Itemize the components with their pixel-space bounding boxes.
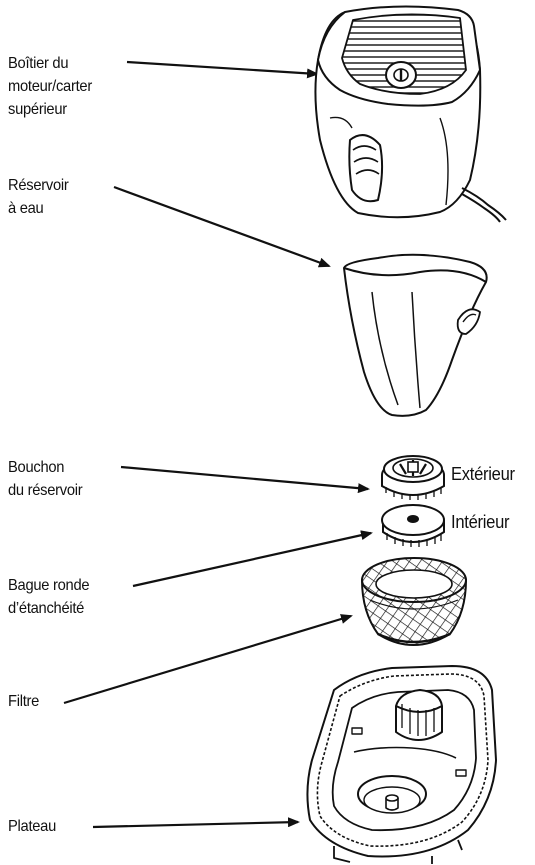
water-tank bbox=[344, 255, 487, 416]
label-bague-line-2: d’étanchéité bbox=[8, 597, 89, 620]
label-boitier: Boîtier du moteur/carter supérieur bbox=[8, 52, 92, 121]
tray bbox=[307, 666, 496, 864]
motor-housing bbox=[315, 6, 506, 222]
arrow-filtre bbox=[64, 616, 351, 703]
label-filtre: Filtre bbox=[8, 690, 39, 713]
label-boitier-line-1: Boîtier du bbox=[8, 52, 92, 75]
tank-cap-inner bbox=[382, 505, 444, 547]
arrow-bouchon bbox=[121, 467, 368, 489]
label-interieur-text: Intérieur bbox=[451, 510, 509, 534]
tank-cap-outer bbox=[382, 456, 444, 500]
label-filtre-text: Filtre bbox=[8, 690, 39, 713]
arrow-plateau bbox=[93, 822, 298, 827]
filter bbox=[362, 558, 466, 645]
label-exterieur-text: Extérieur bbox=[451, 462, 515, 486]
label-reservoir-line-1: Réservoir bbox=[8, 174, 69, 197]
arrow-reservoir bbox=[114, 187, 329, 266]
label-reservoir-line-2: à eau bbox=[8, 197, 69, 220]
label-reservoir: Réservoir à eau bbox=[8, 174, 69, 220]
label-bouchon-line-1: Bouchon bbox=[8, 456, 82, 479]
label-plateau: Plateau bbox=[8, 815, 56, 838]
label-boitier-line-3: supérieur bbox=[8, 98, 92, 121]
label-bouchon-line-2: du réservoir bbox=[8, 479, 82, 502]
label-bague: Bague ronde d’étanchéité bbox=[8, 574, 89, 620]
label-interieur: Intérieur bbox=[451, 510, 509, 534]
arrow-boitier bbox=[127, 62, 317, 74]
arrow-bague bbox=[133, 533, 371, 586]
label-bague-line-1: Bague ronde bbox=[8, 574, 89, 597]
label-boitier-line-2: moteur/carter bbox=[8, 75, 92, 98]
label-exterieur: Extérieur bbox=[451, 462, 515, 486]
label-bouchon: Bouchon du réservoir bbox=[8, 456, 82, 502]
label-plateau-text: Plateau bbox=[8, 815, 56, 838]
